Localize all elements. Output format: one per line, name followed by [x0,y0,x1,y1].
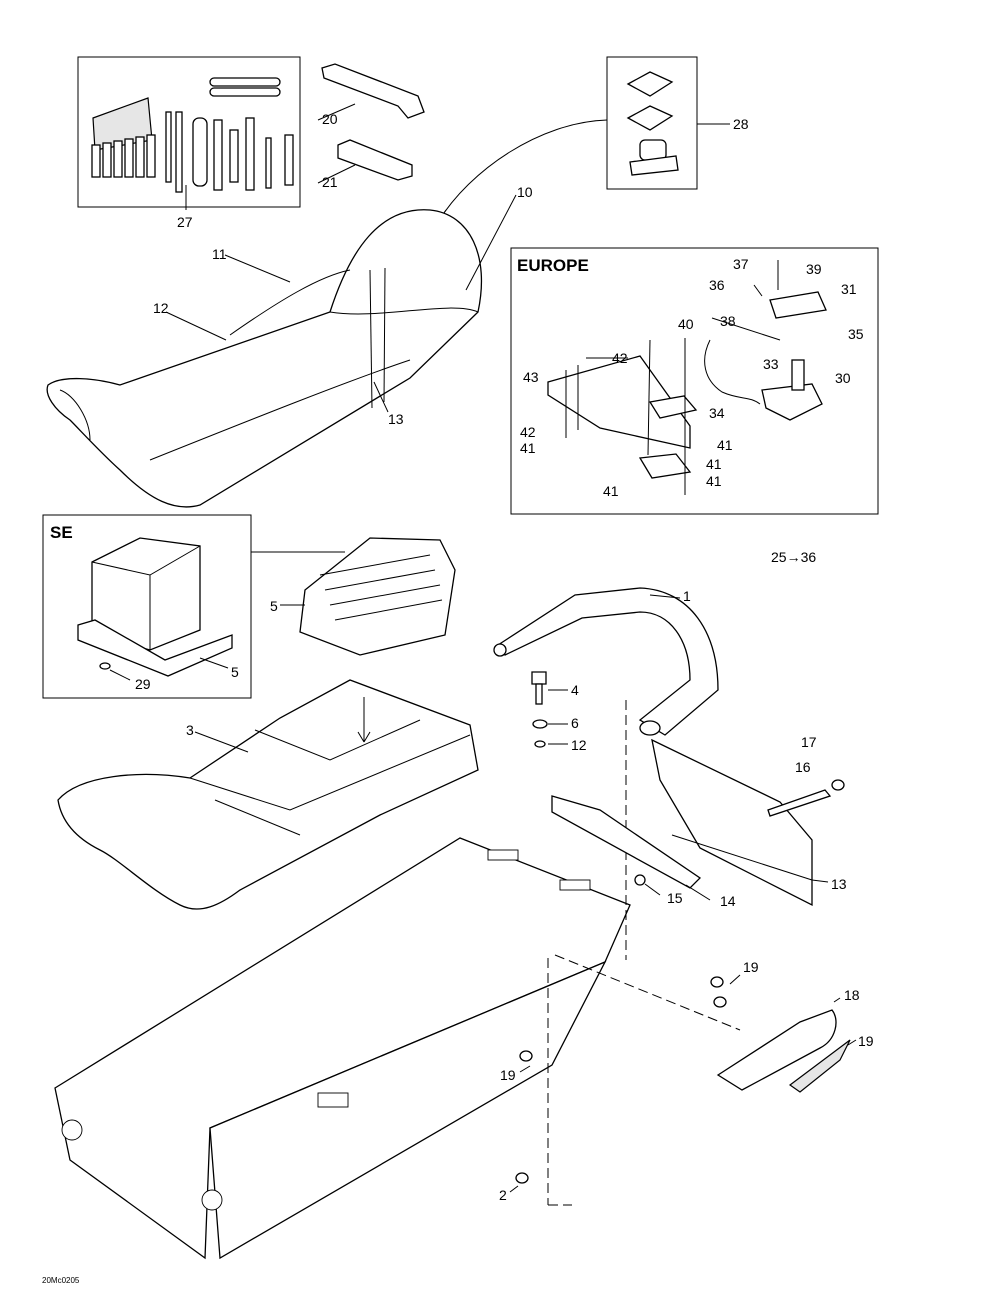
callout-8: 10 [517,184,533,200]
tunnel-part [54,700,741,1260]
seat-lock-box [437,56,730,223]
callout-33: 38 [720,313,736,329]
callout-35: 40 [678,316,694,332]
callout-29: 34 [709,405,725,421]
callout-41b: 41 [603,483,619,499]
callout-36: 41 [706,473,722,489]
callout-18: 19 [858,1033,874,1049]
callout-42: 42 [520,424,536,440]
callout-21: 21 [322,174,338,190]
footrest-part [509,974,857,1193]
spanner-wrench-part [317,63,425,121]
callout-1: 1 [683,588,691,604]
callout-26: 30 [835,370,851,386]
callout-6: 6 [571,715,579,731]
se-box-title: SE [50,523,73,542]
callout-27: 31 [841,281,857,297]
bracket-part [317,139,413,184]
rear-panel-part [551,738,845,907]
callout-20: 20 [322,111,338,127]
seat-part [46,194,517,508]
callout-32: 37 [733,256,749,272]
europe-box-title: EUROPE [517,256,589,275]
rear-frame-part [57,679,479,910]
callout-28: 33 [763,356,779,372]
callout-11: 12 [571,737,587,753]
callout-37: 41 [717,437,733,453]
europe-box [510,247,879,515]
se-box [42,514,345,699]
callout-22: 27 [177,214,193,230]
callout-19b: 19 [500,1067,516,1083]
tool-kit-box [77,56,301,210]
callout-24: 29 [135,676,151,692]
drawing-code: 20Mc0205 [42,1276,80,1285]
callout-12: 13 [831,876,847,892]
callout-14: 15 [667,890,683,906]
callout-5b: 5 [231,664,239,680]
hardware-4-6-11 [531,671,568,748]
callout-17: 18 [844,987,860,1003]
callout-19a: 19 [743,959,759,975]
range-note: 25→36 [771,549,816,565]
callout-15: 16 [795,759,811,775]
callout-38: 42 [612,350,628,366]
callout-5a: 5 [270,598,278,614]
callout-34: 39 [806,261,822,277]
callout-43: 43 [523,369,539,385]
callout-7: 11 [212,246,227,262]
callout-23: 28 [733,116,749,132]
callout-41a: 41 [520,440,536,456]
callout-39: 41 [706,456,722,472]
callout-9: 12 [153,300,169,316]
callout-2: 2 [499,1187,507,1203]
callout-4: 4 [571,682,579,698]
callout-16: 17 [801,734,817,750]
callout-13: 14 [720,893,736,909]
grab-handle-part [493,587,719,736]
callout-31: 36 [709,277,725,293]
storage-tray-part [280,537,456,656]
callout-30: 35 [848,326,864,342]
callout-10: 13 [388,411,404,427]
callout-3: 3 [186,722,194,738]
